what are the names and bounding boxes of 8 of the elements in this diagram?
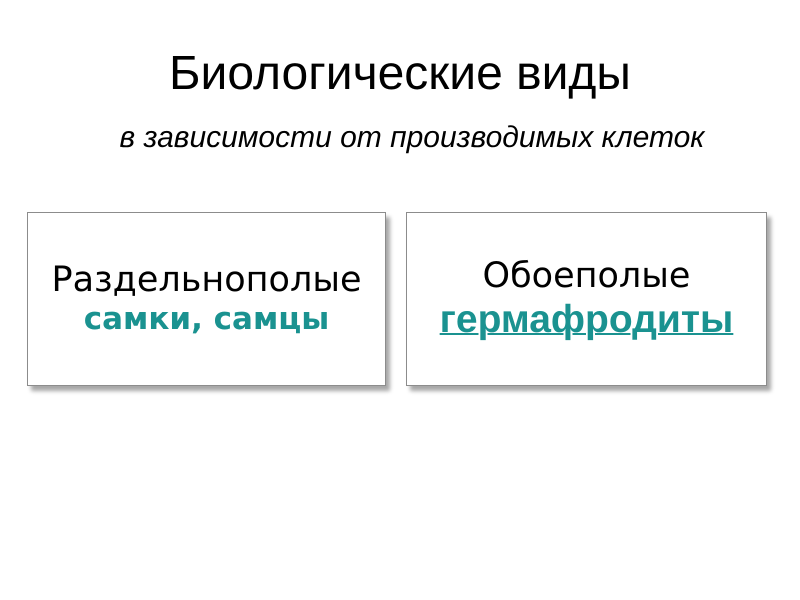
category-box bbox=[406, 212, 767, 386]
title-text: Биологические виды bbox=[169, 47, 631, 100]
heading-text: Раздельнополые bbox=[51, 259, 362, 302]
example-text: самки, самцы bbox=[84, 301, 330, 339]
underlined-text: гермафродиты bbox=[440, 296, 734, 343]
heading-text: Обоеполые bbox=[482, 254, 690, 297]
subtitle-text: в зависимости от производимых клеток bbox=[120, 120, 704, 156]
category-box bbox=[27, 212, 386, 386]
